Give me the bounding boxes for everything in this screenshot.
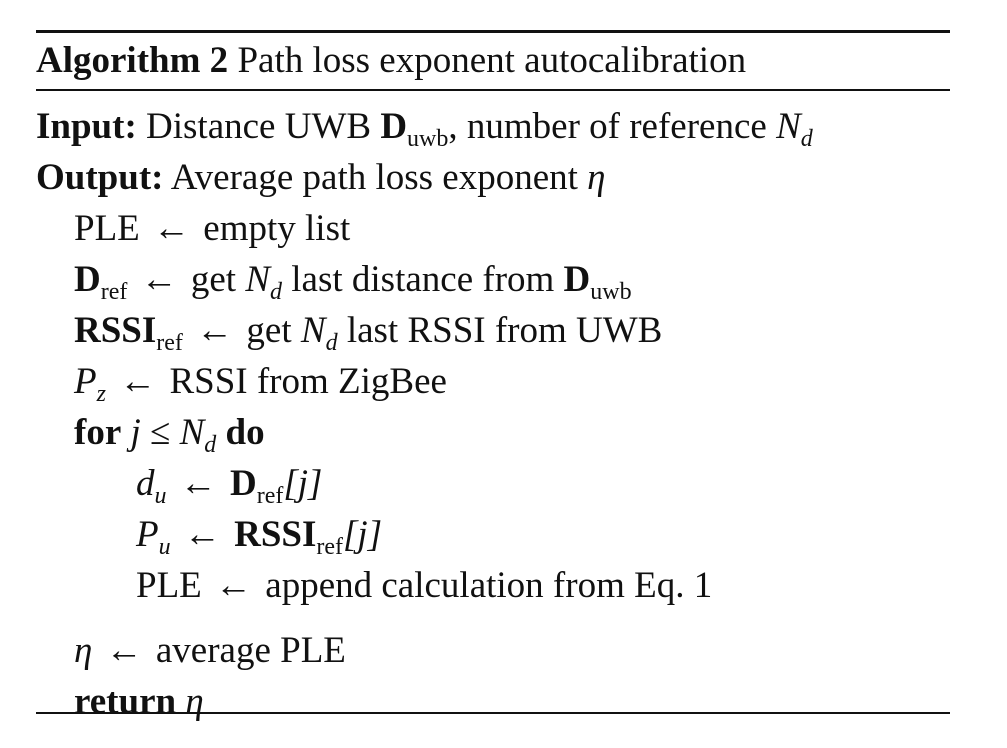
step-6-idx: [j]	[283, 463, 323, 504]
step-6-sym: D	[230, 463, 257, 504]
step-2-arrow: ←	[140, 259, 178, 300]
step-7-arrow: ←	[183, 514, 221, 555]
algorithm-caption: Algorithm 2 Path loss exponent autocalib…	[36, 33, 950, 89]
step-2-sym: D	[563, 259, 591, 300]
step-6-lhs: d	[136, 463, 155, 504]
step-3: RSSIref ← get Nd last RSSI from UWB	[36, 305, 950, 356]
for-keyword: for	[74, 412, 122, 453]
bottom-rule	[36, 712, 950, 714]
step-3-text-a: get	[246, 310, 292, 351]
top-rule	[36, 30, 950, 33]
caption-rule	[36, 89, 950, 91]
algorithm-title: Path loss exponent autocalibration	[237, 40, 747, 81]
step-4: Pz ← RSSI from ZigBee	[36, 356, 950, 407]
step-1-rhs: empty list	[203, 208, 351, 249]
input-symbol: D	[380, 106, 408, 147]
step-10-return: return η	[36, 676, 950, 727]
step-2: Dref ← get Nd last distance from Duwb	[36, 254, 950, 305]
output-text: Average path loss exponent	[170, 157, 578, 198]
input-keyword: Input:	[36, 106, 137, 147]
step-2-text-b: last distance from	[291, 259, 555, 300]
step-6-lhs-sub: u	[154, 483, 167, 509]
step-2-sym-sub: uwb	[590, 279, 632, 305]
algorithm-block: Algorithm 2 Path loss exponent autocalib…	[36, 30, 950, 727]
step-2-lhs: D	[74, 259, 101, 300]
step-7-lhs: P	[136, 514, 159, 555]
step-7-sym-sub: ref	[316, 534, 344, 560]
step-4-rhs: RSSI from ZigBee	[169, 361, 447, 402]
step-2-var-sub: d	[270, 279, 283, 305]
step-7-sym: RSSI	[234, 514, 317, 555]
step-1-arrow: ←	[153, 208, 191, 249]
step-6-arrow: ←	[179, 463, 217, 504]
input-text-a: Distance UWB	[146, 106, 372, 147]
output-var: η	[587, 157, 606, 198]
step-6: du ← Dref[j]	[36, 458, 950, 509]
loop-limit: N	[179, 412, 205, 453]
return-var: η	[185, 681, 204, 722]
input-var: N	[776, 106, 801, 147]
step-2-var: N	[245, 259, 271, 300]
return-keyword: return	[74, 681, 177, 722]
step-3-text-b: last RSSI from UWB	[346, 310, 663, 351]
do-keyword: do	[225, 412, 265, 453]
step-9-lhs: η	[74, 630, 93, 671]
input-var-sub: d	[800, 126, 813, 152]
loop-limit-sub: d	[204, 432, 217, 458]
input-line: Input: Distance UWB Duwb, number of refe…	[36, 101, 950, 152]
step-9-rhs: average PLE	[155, 630, 346, 671]
step-8-rhs: append calculation from Eq. 1	[265, 565, 713, 606]
output-keyword: Output:	[36, 157, 164, 198]
loop-op: ≤	[150, 412, 171, 453]
algorithm-body: Input: Distance UWB Duwb, number of refe…	[36, 91, 950, 727]
step-2-text-a: get	[190, 259, 237, 300]
algorithm-label: Algorithm 2	[36, 40, 229, 81]
step-7-idx: [j]	[343, 514, 383, 555]
step-3-var: N	[300, 310, 326, 351]
step-3-arrow: ←	[196, 310, 234, 351]
step-2-lhs-sub: ref	[100, 279, 128, 305]
step-8-lhs: PLE	[136, 565, 202, 606]
step-8: PLE ← append calculation from Eq. 1	[36, 560, 950, 611]
step-1-lhs: PLE	[74, 208, 140, 249]
step-3-var-sub: d	[325, 330, 338, 356]
step-5-for: for j ≤ Nd do	[36, 407, 950, 458]
step-4-lhs: P	[74, 361, 97, 402]
step-8-arrow: ←	[215, 565, 253, 606]
step-1: PLE ← empty list	[36, 203, 950, 254]
step-7: Pu ← RSSIref[j]	[36, 509, 950, 560]
step-3-lhs-sub: ref	[156, 330, 183, 356]
step-7-lhs-sub: u	[158, 534, 171, 560]
output-line: Output: Average path loss exponent η	[36, 152, 950, 203]
loop-var: j	[130, 412, 141, 453]
step-4-arrow: ←	[119, 361, 157, 402]
step-4-lhs-sub: z	[96, 381, 106, 407]
input-symbol-sub: uwb	[407, 126, 449, 152]
step-3-lhs: RSSI	[74, 310, 157, 351]
step-9: η ← average PLE	[36, 625, 950, 676]
input-text-b: , number of reference	[448, 106, 767, 147]
loop-end-gap	[36, 611, 950, 625]
step-9-arrow: ←	[105, 630, 143, 671]
step-6-sym-sub: ref	[256, 483, 284, 509]
